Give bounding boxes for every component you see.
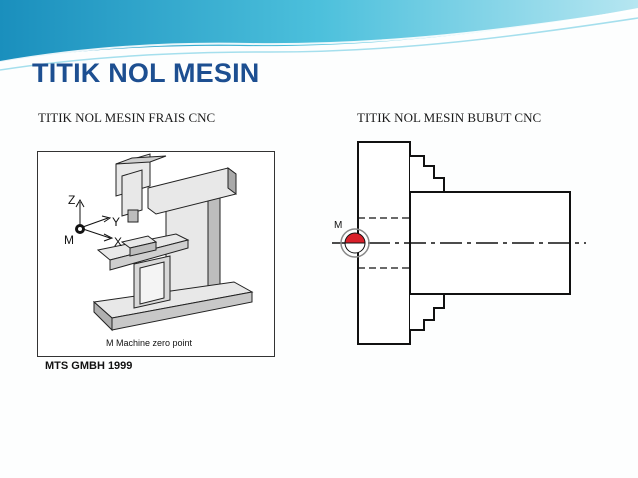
axis-z-label: Z (68, 193, 75, 207)
zero-point-legend: M Machine zero point (106, 338, 193, 348)
zero-point-label: M (64, 233, 74, 247)
slide-title: TITIK NOL MESIN (32, 58, 260, 88)
axis-y-label: Y (112, 215, 120, 229)
lathe-drawing: M (332, 141, 586, 345)
axis-x-label: X (114, 235, 122, 249)
milling-machine-figure: Z Y X M M Machine zero point (37, 151, 275, 357)
lathe-caption: TITIK NOL MESIN BUBUT CNC (357, 110, 542, 125)
figure-credit: MTS GMBH 1999 (45, 360, 133, 372)
milling-machine-drawing: Z Y X M (64, 153, 254, 332)
lathe-zero-marker (340, 228, 370, 258)
header-wave-decoration (0, 0, 638, 71)
milling-caption: TITIK NOL MESIN FRAIS CNC (38, 110, 216, 125)
lathe-zero-label: M (334, 220, 342, 231)
